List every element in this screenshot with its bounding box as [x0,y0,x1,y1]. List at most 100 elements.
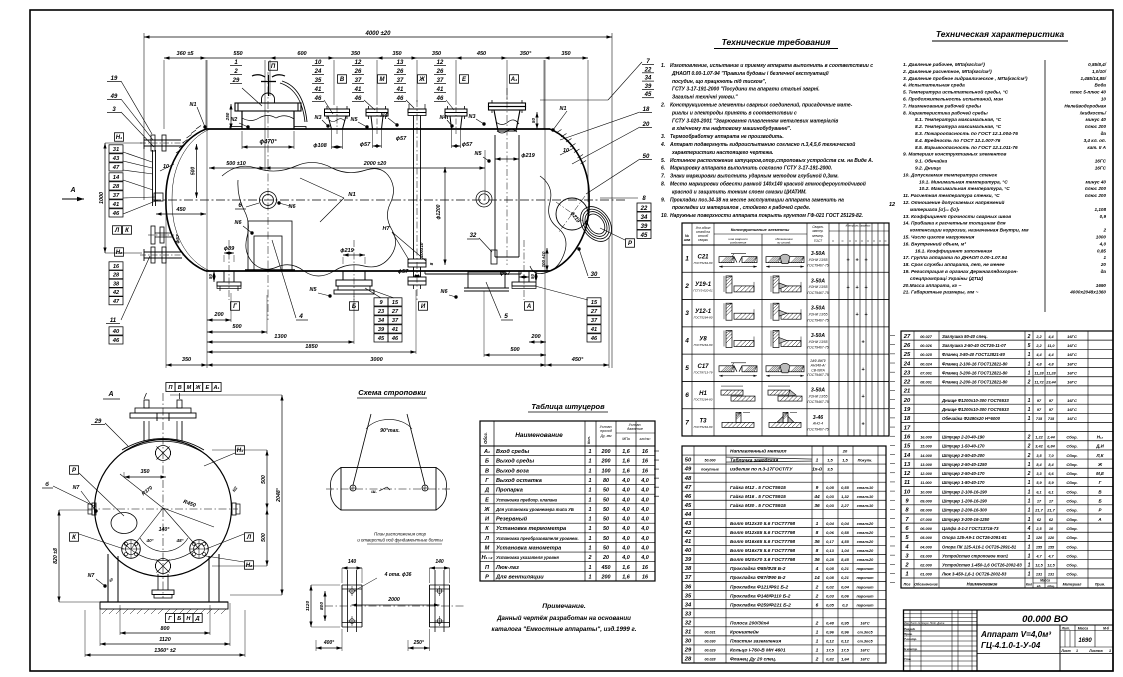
svg-text:200: 200 [213,312,224,318]
svg-text:3-50А: 3-50А [811,306,825,312]
svg-text:М: М [380,77,386,83]
svg-text:50: 50 [603,488,609,494]
svg-text:0,21: 0,21 [841,575,850,580]
svg-text:4,0: 4,0 [621,488,630,494]
svg-text:Н1: Н1 [699,391,707,397]
svg-text:Д: Д [195,616,200,622]
svg-text:Сбор.: Сбор. [1066,453,1077,458]
svg-text:М: М [187,385,192,391]
svg-text:45: 45 [644,92,652,98]
svg-text:4,0: 4,0 [621,497,630,503]
svg-text:Таблица штуцеров: Таблица штуцеров [531,402,605,411]
svg-text:Н.контр.: Н.контр. [904,647,918,651]
svg-text:1: 1 [1028,535,1031,541]
svg-text:А₁: А₁ [213,385,220,391]
svg-text:изделия по п.3-17ГОСТ/ТУ: изделия по п.3-17ГОСТ/ТУ [730,467,793,473]
svg-text:Прокладка Ф121/Ф91 Б-2: Прокладка Ф121/Ф91 Б-2 [730,584,788,590]
svg-text:1: 1 [1028,489,1031,495]
svg-text:Фланец 3-80-40 ГОСТ12821-80: Фланец 3-80-40 ГОСТ12821-80 [942,352,1006,357]
svg-text:20: 20 [642,122,650,128]
svg-text:32: 32 [685,620,692,626]
svg-text:Н₁: Н₁ [116,135,122,141]
svg-text:Т.контр.: Т.контр. [904,637,917,641]
svg-text:+: + [864,312,868,318]
svg-text:23,44: 23,44 [1045,381,1056,385]
svg-text:35: 35 [685,593,692,599]
svg-text:26: 26 [436,69,444,75]
svg-text:17: 17 [1037,500,1042,504]
svg-text:00.025: 00.025 [920,353,933,357]
svg-text:10: 10 [315,60,322,66]
svg-text:4,0: 4,0 [621,545,630,551]
svg-text:Вода: Вода [1094,83,1106,88]
svg-text:26: 26 [354,69,362,75]
svg-text:40: 40 [684,548,692,554]
svg-text:7. Наименование рабочей среды: 7. Наименование рабочей среды [903,102,982,109]
svg-text:10: 10 [904,489,911,495]
svg-text:820 ±8: 820 ±8 [53,548,59,564]
svg-text:18: 18 [643,107,650,113]
svg-text:8.4. Вредность по ГОСТ: 8.4. Вредность по ГОСТ 12.1.007-76 [915,138,1001,144]
svg-text:16ГС: 16ГС [1067,407,1077,412]
svg-text:11. Расчетная температура стен: 11. Расчетная температура стенки, °С [903,193,1000,199]
svg-text:1: 1 [589,565,592,571]
svg-text:4,0: 4,0 [640,517,649,523]
svg-text:4,8: 4,8 [1047,362,1054,366]
svg-text:Сбор.: Сбор. [1066,489,1077,494]
svg-text:Н: Н [186,616,191,622]
svg-text:9.: 9. [661,197,665,203]
svg-text:А₁: А₁ [510,77,517,83]
svg-text:100 ±10: 100 ±10 [541,251,546,267]
svg-text:1: 1 [1028,361,1031,367]
svg-text:35: 35 [315,78,322,84]
svg-text:Знаки маркировки выполнить уда: Знаки маркировки выполнить ударным метод… [670,173,839,180]
svg-text:0,05: 0,05 [826,485,835,490]
svg-text:Сбор.: Сбор. [1066,535,1077,540]
svg-text:3,3: 3,3 [1036,472,1042,476]
svg-text:1: 1 [1028,499,1031,505]
svg-text:46: 46 [112,338,120,344]
svg-text:36: 36 [814,539,820,545]
svg-text:350: 350 [392,51,402,57]
svg-text:01.000: 01.000 [920,573,933,577]
svg-text:5,9: 5,9 [1048,481,1054,485]
svg-text:2,2: 2,2 [1035,344,1042,348]
svg-text:посудин, що працюють під тиско: посудин, що працюють під тиском", [672,79,766,85]
svg-text:Покупн.: Покупн. [858,459,873,463]
svg-text:Фланец Ду 20 спец.: Фланец Ду 20 спец. [730,657,776,663]
svg-text:80: 80 [603,478,609,484]
svg-text:Ж: Ж [418,77,425,83]
svg-text:№: № [684,234,689,238]
svg-text:41: 41 [590,327,597,333]
svg-text:8: 8 [816,548,819,554]
svg-text:29: 29 [94,419,102,425]
svg-text:140: 140 [348,559,357,565]
svg-text:Сбор.: Сбор. [1066,434,1077,439]
svg-text:II: II [854,240,858,242]
svg-text:6: 6 [685,392,689,399]
svg-text:14: 14 [814,575,820,581]
svg-text:ГСТУ3-020-01: ГСТУ3-020-01 [693,288,713,292]
svg-text:К: К [125,228,130,234]
svg-text:Болт М12х30 5.6 ГОСТ7798: Болт М12х30 5.6 ГОСТ7798 [730,521,795,527]
svg-text:1: 1 [685,256,689,263]
svg-text:Масса: Масса [1078,627,1089,631]
svg-text:50: 50 [603,497,609,503]
svg-text:красной и защитить тонким слое: красной и защитить тонким слоем смазки Ц… [672,188,807,195]
svg-text:Место маркировки обвести рамко: Место маркировки обвести рамкой 140х140 … [670,181,866,188]
svg-text:Для установки уровнемера типа: Для установки уровнемера типа УБ [495,507,574,512]
svg-text:09.000: 09.000 [920,500,933,504]
svg-text:Пров.: Пров. [904,632,913,636]
svg-text:R450: R450 [182,499,196,509]
svg-text:13: 13 [397,60,404,66]
svg-text:155: 155 [1048,545,1055,549]
svg-text:0,06: 0,06 [826,530,835,535]
svg-text:А: А [526,304,531,310]
svg-text:Истинное расположение штуцеров: Истинное расположение штуцеров,опор,стро… [670,157,873,164]
svg-text:4,0: 4,0 [621,555,630,561]
svg-text:паронит: паронит [856,567,874,571]
svg-text:5. Температура испытательной с: 5. Температура испытательной среды, °С [903,89,1009,96]
svg-text:Фланец 2-200-16 ГОСТ12821-80: Фланец 2-200-16 ГОСТ12821-80 [942,380,1008,385]
svg-text:Цапфа 4-1-2 ГОСТ13716-73: Цапфа 4-1-2 ГОСТ13716-73 [942,526,999,531]
svg-text:250°: 250° [413,640,425,646]
